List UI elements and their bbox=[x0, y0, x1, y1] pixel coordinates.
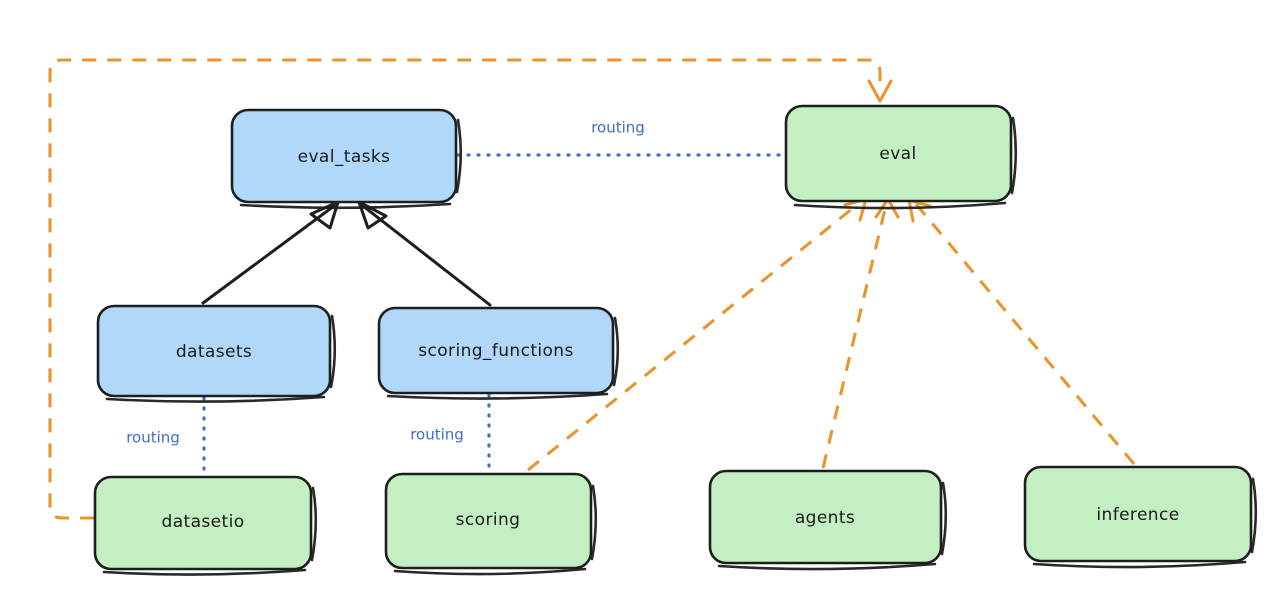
node-inference-label: inference bbox=[1096, 505, 1179, 525]
edge-datasets-to-eval-tasks bbox=[201, 200, 340, 305]
api-edges bbox=[201, 200, 492, 307]
edge-label-routing-datasets: routing bbox=[126, 429, 180, 447]
node-eval-tasks-label: eval_tasks bbox=[298, 147, 391, 167]
node-agents[interactable]: agents bbox=[708, 469, 948, 571]
node-scoring-functions-label: scoring_functions bbox=[418, 341, 573, 361]
node-eval-box[interactable] bbox=[784, 104, 1013, 203]
edge-scoring-functions-to-eval-tasks bbox=[357, 200, 492, 307]
edge-agents-to-eval bbox=[821, 197, 900, 469]
node-scoring[interactable]: scoring bbox=[384, 472, 598, 576]
node-agents-label: agents bbox=[795, 508, 855, 528]
node-scoring-functions[interactable]: scoring_functions bbox=[377, 306, 620, 400]
edge-inference-to-eval bbox=[907, 198, 1136, 465]
node-datasets[interactable]: datasets bbox=[96, 304, 337, 403]
node-scoring-box[interactable] bbox=[384, 472, 593, 570]
node-eval-tasks[interactable]: eval_tasks bbox=[230, 108, 463, 210]
node-eval-label: eval bbox=[879, 144, 916, 164]
node-eval[interactable]: eval bbox=[784, 104, 1018, 210]
edge-datasetio-to-eval bbox=[48, 58, 893, 520]
node-eval-tasks-box[interactable] bbox=[230, 108, 458, 204]
node-inference-box[interactable] bbox=[1023, 465, 1253, 563]
node-datasetio[interactable]: datasetio bbox=[93, 475, 318, 576]
edge-labels: routing routing routing bbox=[126, 119, 645, 447]
edge-label-routing-scoring: routing bbox=[410, 426, 464, 444]
node-agents-box[interactable] bbox=[708, 469, 943, 565]
node-datasets-label: datasets bbox=[176, 342, 252, 362]
node-datasetio-box[interactable] bbox=[93, 475, 313, 571]
node-datasets-box[interactable] bbox=[96, 304, 332, 398]
node-scoring-functions-box[interactable] bbox=[377, 306, 615, 395]
node-scoring-label: scoring bbox=[456, 510, 521, 530]
node-datasetio-label: datasetio bbox=[162, 512, 245, 532]
node-inference[interactable]: inference bbox=[1023, 465, 1258, 569]
routing-edges bbox=[202, 153, 786, 476]
edge-label-routing-top: routing bbox=[591, 119, 645, 137]
